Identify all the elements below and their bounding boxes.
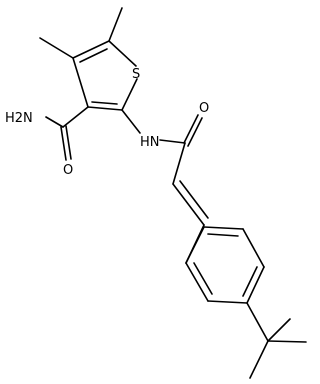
bond-nh-acyl-c xyxy=(159,139,186,144)
atom-s-label: S xyxy=(132,67,140,82)
bond-acyl-co-1 xyxy=(183,114,199,144)
bond-aryl-tbu xyxy=(246,302,269,342)
atom-amide-oxygen-label: O xyxy=(63,163,73,178)
bond-amide-co-1 xyxy=(60,126,67,161)
bond-ar-5-inner xyxy=(207,233,239,237)
bond-methyl-c4 xyxy=(39,37,74,59)
bond-ar-4 xyxy=(242,228,265,268)
bond-amide-co-2 xyxy=(65,125,72,160)
bond-acyl-co-2 xyxy=(187,117,203,147)
bond-ar-2 xyxy=(207,300,248,304)
bond-ar-1 xyxy=(185,262,209,302)
bond-c4-c5-inner xyxy=(79,48,108,63)
molecule-structure: S H2N O HN O xyxy=(5,7,307,379)
bond-c2-c3-inner xyxy=(91,101,118,105)
bond-methyl-c5 xyxy=(108,7,123,42)
bond-s1-c2 xyxy=(121,78,138,111)
atom-acyl-oxygen-label: O xyxy=(199,101,209,116)
bond-ar-1-inner xyxy=(193,262,213,295)
bond-alkene-double-2 xyxy=(179,180,209,219)
bond-c3-amide-c xyxy=(62,106,89,128)
atom-nh2-label: H2N xyxy=(5,111,33,126)
bond-c2-c3 xyxy=(87,106,123,111)
bond-c4-c5 xyxy=(72,40,110,59)
bond-c5-s1 xyxy=(108,40,137,67)
bond-tbu-me-1 xyxy=(249,340,269,379)
bond-amide-c-n xyxy=(45,116,64,128)
atom-nh-label: HN xyxy=(140,135,160,150)
bond-ar-5 xyxy=(203,226,244,230)
bond-acyl-alkene xyxy=(172,142,186,185)
bond-tbu-me-2 xyxy=(267,340,307,343)
bond-c3-c4 xyxy=(72,57,89,108)
bond-ar-6 xyxy=(185,226,205,264)
bond-c2-nh xyxy=(121,109,141,134)
bond-ar-3 xyxy=(246,266,265,304)
bond-tbu-me-3 xyxy=(267,318,291,342)
bond-ar-3-inner xyxy=(242,266,258,297)
bond-alkene-double-1 xyxy=(172,183,205,226)
